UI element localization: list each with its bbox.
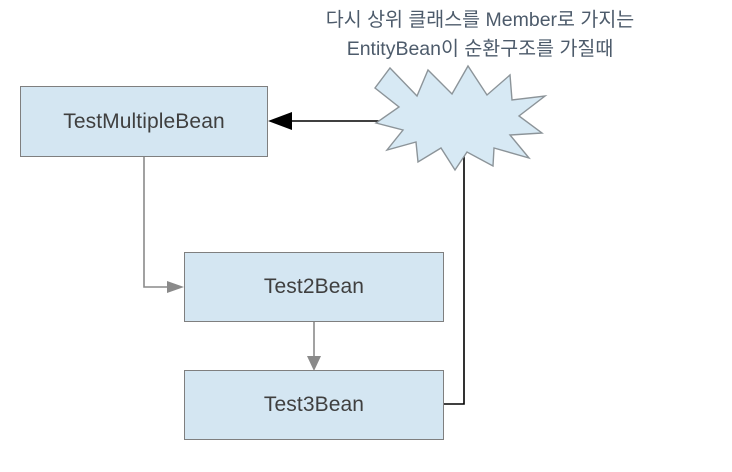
node-test2-bean[interactable]: Test2Bean	[184, 252, 444, 322]
callout-text: 다시 상위 클래스를 Member로 가지는 EntityBean이 순환구조를…	[325, 9, 635, 60]
node-label-test2-bean: Test2Bean	[263, 275, 365, 298]
arrowhead-left-icon	[268, 112, 292, 130]
node-test3-bean[interactable]: Test3Bean	[184, 370, 444, 440]
arrowhead-right-icon	[167, 281, 184, 293]
edge-test3bean-to-callout	[444, 152, 465, 405]
arrowhead-down-icon	[307, 356, 321, 371]
callout-starburst-shape	[374, 64, 548, 172]
edge-testmultiplebean-to-test2bean-line	[143, 157, 172, 288]
node-test-multiple-bean[interactable]: TestMultipleBean	[20, 86, 268, 157]
node-label-test3-bean: Test3Bean	[263, 393, 365, 416]
node-label-test-multiple-bean: TestMultipleBean	[63, 109, 225, 133]
